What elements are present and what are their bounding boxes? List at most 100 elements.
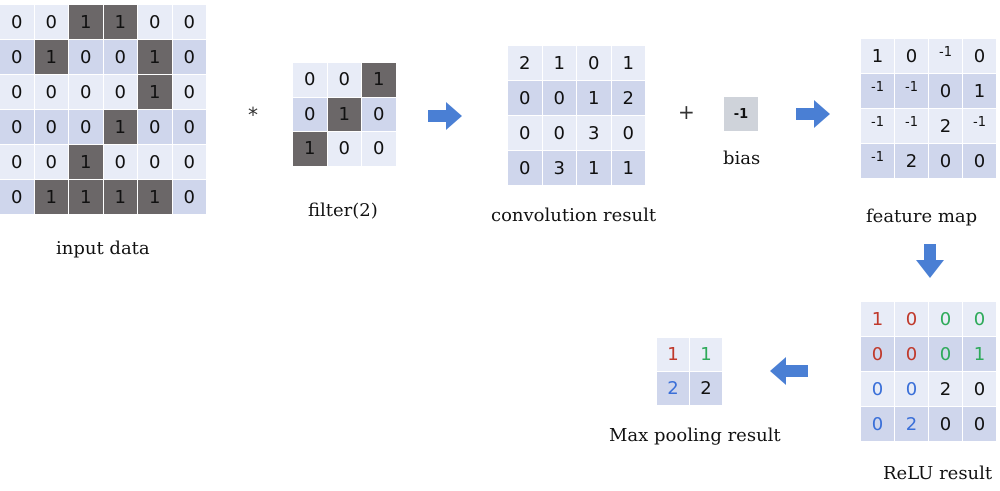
bias-label: bias	[723, 148, 761, 169]
convolution-cell: 2	[611, 81, 646, 116]
input-cell: 0	[69, 75, 104, 110]
feature-map-cell: 1	[861, 39, 895, 74]
relu-cell: 2	[929, 372, 963, 407]
relu-cell: 0	[963, 302, 997, 337]
feature-map-cell: 2	[895, 144, 929, 179]
feature-map-cell: 0	[963, 144, 997, 179]
input-cell: 1	[34, 40, 69, 75]
feature-map-cell: -1	[963, 109, 997, 144]
filter-label: filter(2)	[308, 200, 378, 221]
relu-result-label: ReLU result	[883, 463, 993, 484]
input-cell: 0	[34, 145, 69, 180]
feature-map-cell: -1	[861, 109, 895, 144]
input-cell: 1	[69, 145, 104, 180]
convolution-cell: 3	[577, 116, 612, 151]
relu-cell: 0	[895, 302, 929, 337]
relu-cell: 1	[963, 337, 997, 372]
input-cell: 0	[103, 145, 138, 180]
input-cell: 0	[138, 5, 173, 40]
convolution-cell: 0	[577, 46, 612, 81]
bias-value: -1	[724, 97, 758, 131]
convolution-cell: 1	[577, 81, 612, 116]
feature-map-cell: 0	[895, 39, 929, 74]
relu-cell: 2	[895, 407, 929, 442]
filter-cell: 0	[327, 63, 362, 98]
input-cell: 1	[103, 180, 138, 215]
input-cell: 0	[0, 110, 35, 145]
input-cell: 1	[34, 180, 69, 215]
feature-map-cell: -1	[929, 39, 963, 74]
filter-cell: 0	[327, 132, 362, 167]
input-cell: 0	[103, 75, 138, 110]
convolution-cell: 1	[542, 46, 577, 81]
plus-operator: +	[678, 100, 695, 124]
convolution-cell: 0	[542, 116, 577, 151]
max-pooling-result-label: Max pooling result	[609, 425, 781, 446]
convolution-cell: 1	[611, 46, 646, 81]
arrow-left-icon	[770, 357, 808, 385]
convolve-operator: *	[248, 103, 258, 127]
feature-map-cell: 0	[929, 144, 963, 179]
max-pool-cell: 1	[657, 338, 690, 372]
convolution-result-label: convolution result	[491, 205, 657, 226]
input-cell: 0	[172, 180, 207, 215]
filter-cell: 1	[293, 132, 328, 167]
feature-map-cell: 2	[929, 109, 963, 144]
convolution-cell: 3	[542, 151, 577, 186]
feature-map-cell: 0	[929, 74, 963, 109]
feature-map-cell: -1	[895, 74, 929, 109]
input-cell: 1	[69, 5, 104, 40]
input-cell: 0	[172, 110, 207, 145]
filter-cell: 0	[293, 63, 328, 98]
arrow-down-icon	[916, 244, 944, 278]
convolution-cell: 0	[508, 116, 543, 151]
convolution-cell: 0	[508, 151, 543, 186]
convolution-cell: 2	[508, 46, 543, 81]
relu-cell: 0	[861, 337, 895, 372]
convolution-cell: 0	[508, 81, 543, 116]
filter-cell: 0	[362, 132, 397, 167]
input-cell: 0	[138, 110, 173, 145]
feature-map-cell: 0	[963, 39, 997, 74]
relu-cell: 0	[963, 407, 997, 442]
convolution-cell: 0	[542, 81, 577, 116]
feature-map-label: feature map	[866, 206, 978, 227]
relu-cell: 0	[929, 302, 963, 337]
input-cell: 1	[69, 180, 104, 215]
max-pool-cell: 2	[690, 372, 723, 406]
convolution-cell: 0	[611, 116, 646, 151]
input-cell: 0	[0, 145, 35, 180]
input-cell: 1	[103, 110, 138, 145]
relu-cell: 0	[963, 372, 997, 407]
input-cell: 0	[172, 5, 207, 40]
filter-cell: 1	[362, 63, 397, 98]
input-cell: 0	[172, 145, 207, 180]
input-cell: 0	[138, 145, 173, 180]
feature-map-cell: 1	[963, 74, 997, 109]
input-cell: 1	[103, 5, 138, 40]
relu-cell: 1	[861, 302, 895, 337]
feature-map-cell: -1	[861, 74, 895, 109]
input-cell: 1	[138, 75, 173, 110]
input-cell: 0	[0, 5, 35, 40]
relu-cell: 0	[929, 337, 963, 372]
input-cell: 0	[69, 110, 104, 145]
input-cell: 0	[0, 40, 35, 75]
convolution-cell: 1	[611, 151, 646, 186]
max-pool-cell: 2	[657, 372, 690, 406]
input-cell: 0	[172, 40, 207, 75]
input-cell: 0	[34, 110, 69, 145]
relu-cell: 0	[895, 372, 929, 407]
arrow-right-icon	[428, 102, 462, 130]
input-data-label: input data	[56, 238, 150, 259]
input-cell: 0	[69, 40, 104, 75]
filter-cell: 0	[362, 97, 397, 132]
input-cell: 0	[0, 180, 35, 215]
input-cell: 0	[172, 75, 207, 110]
